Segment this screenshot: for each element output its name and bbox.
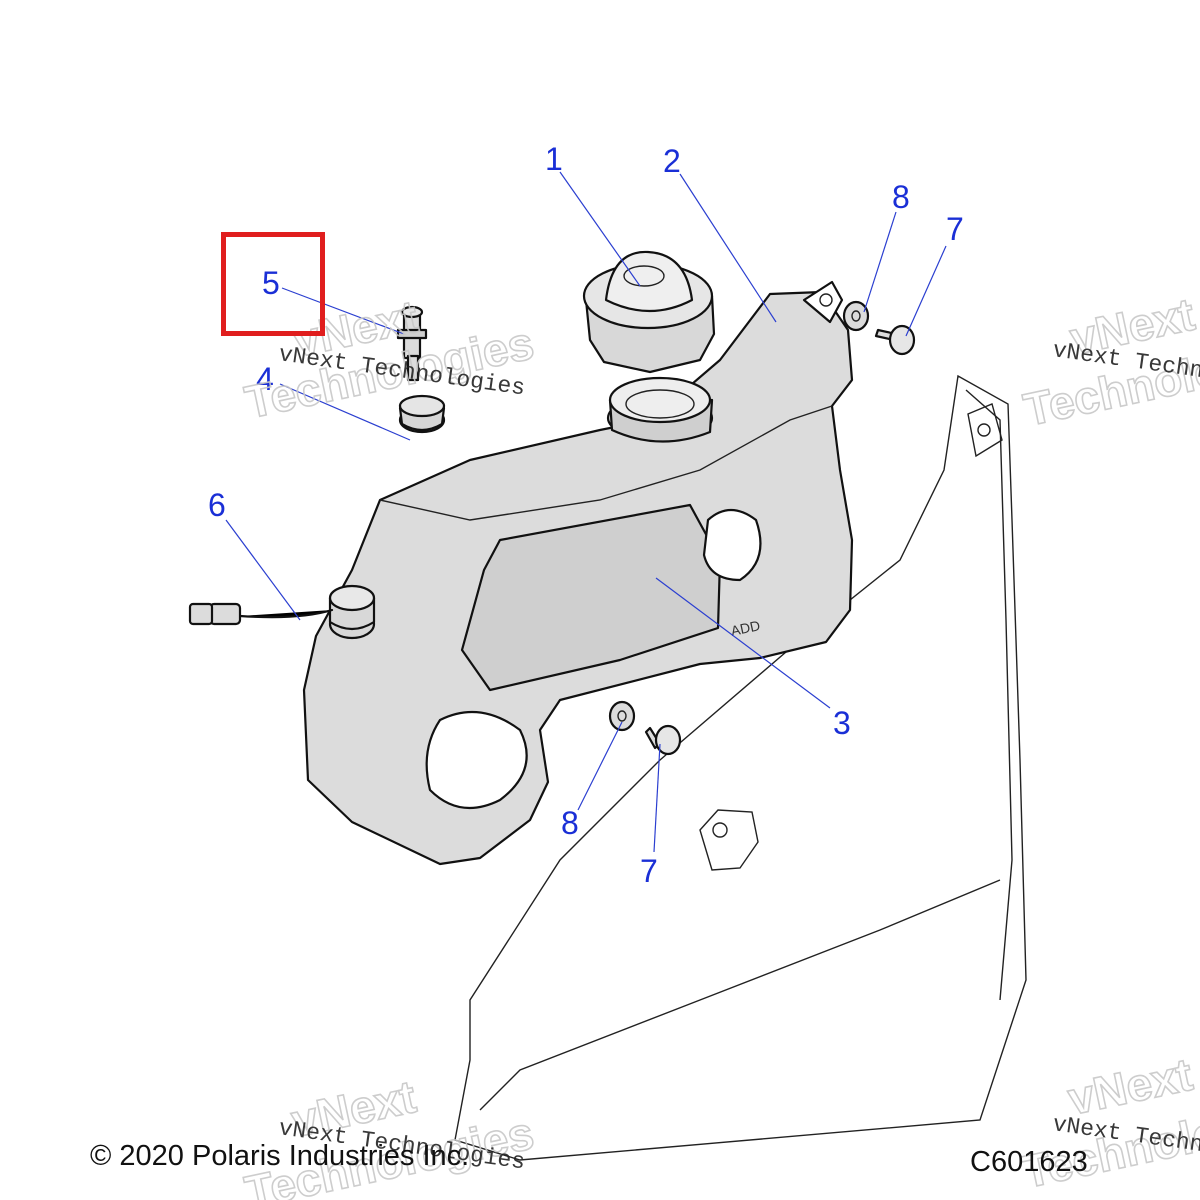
leader-lines: [225, 171, 947, 853]
figure-code: C601623: [970, 1146, 1088, 1178]
callout-1: 1: [545, 141, 563, 177]
grommet: [398, 394, 446, 434]
highlight-box-callout-5: [221, 232, 325, 336]
callout-6: 6: [208, 487, 226, 523]
callouts: 1 2 3 4 5 6 7 7 8 8: [208, 141, 964, 889]
callout-7-lower: 7: [640, 853, 658, 889]
callout-8-upper: 8: [892, 179, 910, 215]
sender-wire: [188, 584, 376, 640]
washers: [608, 300, 870, 732]
callout-7-upper: 7: [946, 211, 964, 247]
vent-valve: [396, 305, 428, 382]
fuel-cap: [582, 250, 716, 374]
callout-3: 3: [833, 705, 851, 741]
watermark-bottom-left: vNext Technologies: [240, 1069, 539, 1200]
fuel-tank: ADD: [302, 280, 854, 866]
copyright-text: © 2020 Polaris Industries Inc.: [90, 1140, 470, 1172]
callout-5: 5: [262, 265, 280, 301]
callout-8-lower: 8: [561, 805, 579, 841]
callout-4: 4: [256, 361, 274, 397]
tank-marking: ADD: [729, 617, 761, 639]
screws: [644, 324, 916, 756]
callout-2: 2: [663, 143, 681, 179]
filler-neck: [606, 376, 714, 443]
